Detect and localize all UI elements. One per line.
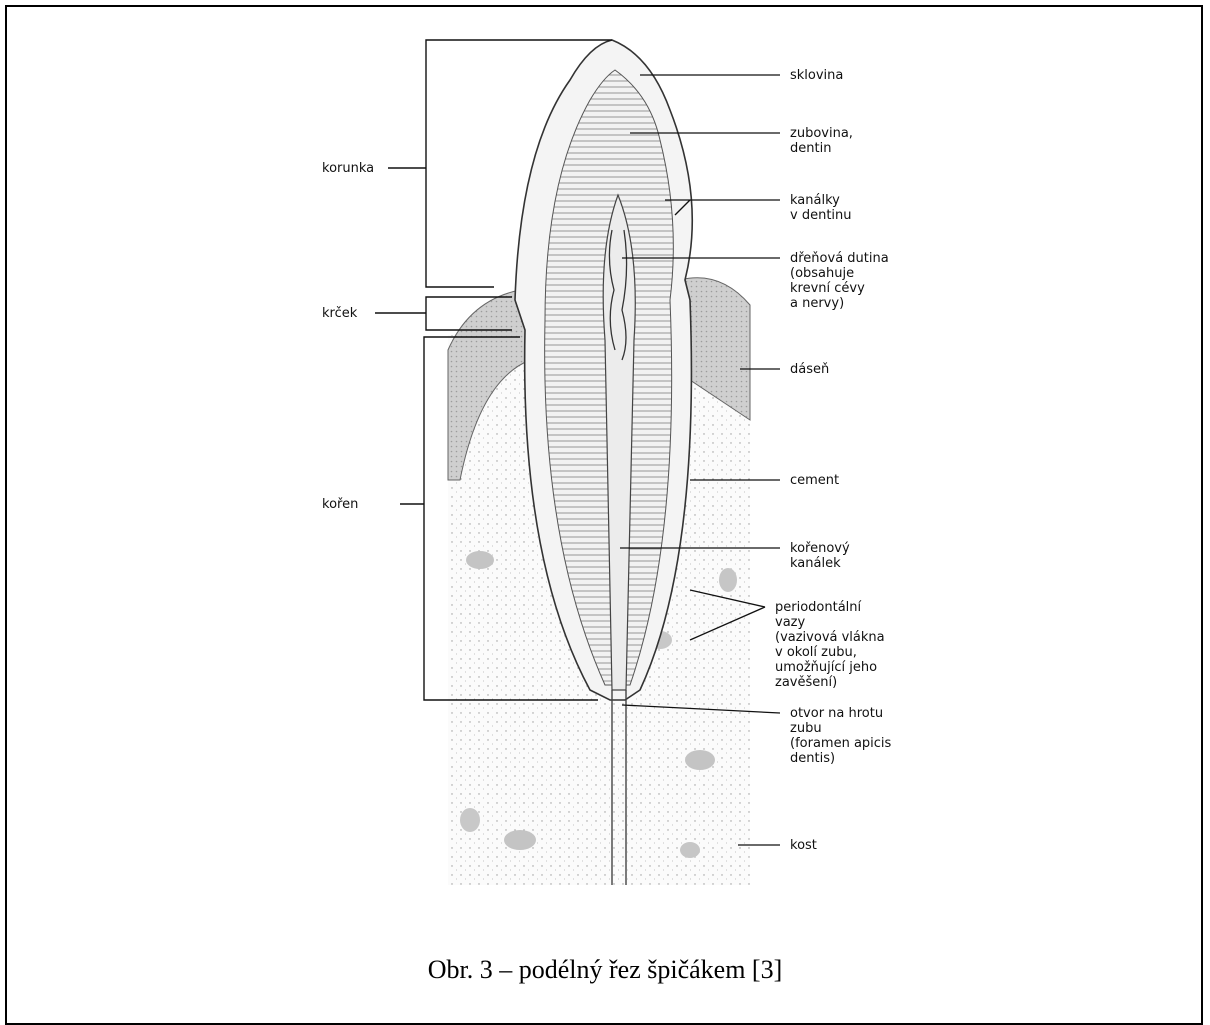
label-dasen: dáseň bbox=[790, 362, 829, 377]
label-perio-5: umožňující jeho bbox=[775, 660, 877, 675]
label-otvor-3: (foramen apicis bbox=[790, 736, 892, 751]
label-otvor-4: dentis) bbox=[790, 751, 835, 766]
label-zubovina-1: zubovina, bbox=[790, 126, 853, 141]
figure-caption: Obr. 3 – podélný řez špičákem [3] bbox=[0, 955, 1210, 985]
label-sklovina: sklovina bbox=[790, 68, 843, 83]
label-perio-6: zavěšení) bbox=[775, 675, 837, 690]
label-perio-1: periodontální bbox=[775, 600, 862, 615]
label-korunka: korunka bbox=[322, 161, 374, 176]
label-drenova-3: krevní cévy bbox=[790, 281, 865, 296]
label-otvor-1: otvor na hrotu bbox=[790, 706, 883, 721]
label-cement: cement bbox=[790, 473, 839, 488]
label-perio-4: v okolí zubu, bbox=[775, 645, 857, 660]
label-drenova-4: a nervy) bbox=[790, 296, 844, 311]
label-kanalky-2: v dentinu bbox=[790, 208, 852, 223]
label-kanalky-1: kanálky bbox=[790, 193, 840, 208]
label-krcek: krček bbox=[322, 306, 358, 321]
label-otvor-2: zubu bbox=[790, 721, 822, 736]
label-korenovy-2: kanálek bbox=[790, 556, 841, 571]
label-perio-2: vazy bbox=[775, 615, 805, 630]
label-koren: kořen bbox=[322, 497, 358, 512]
label-drenova-2: (obsahuje bbox=[790, 266, 854, 281]
label-perio-3: (vazivová vlákna bbox=[775, 630, 885, 645]
label-korenovy-1: kořenový bbox=[790, 541, 850, 556]
label-drenova-1: dřeňová dutina bbox=[790, 251, 889, 266]
label-zubovina-2: dentin bbox=[790, 141, 831, 156]
label-kost: kost bbox=[790, 838, 817, 853]
